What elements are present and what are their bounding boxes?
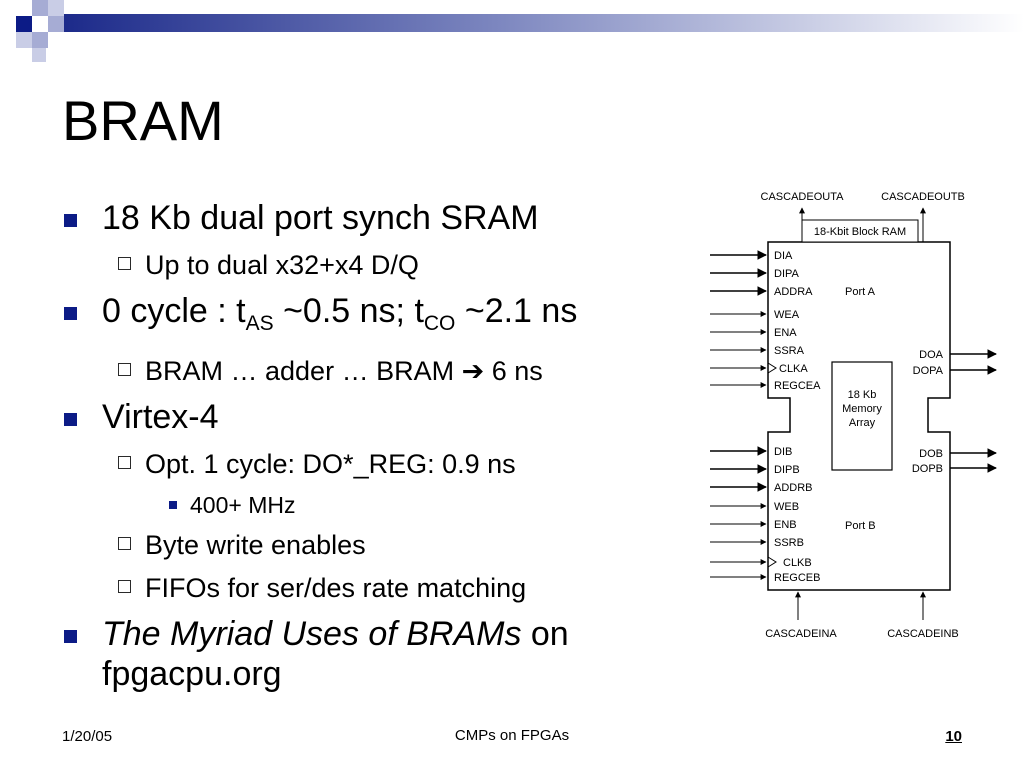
- sub-bullet-item: Byte write enables: [62, 528, 682, 562]
- sub-bullet-text: BRAM … adder … BRAM: [145, 356, 462, 386]
- memory-array-box: [831, 361, 893, 471]
- pin-wea: WEA: [774, 309, 800, 321]
- pin-dipb: DIPB: [774, 464, 800, 476]
- page-number: 10: [945, 728, 962, 745]
- cascadeoutb-label: CASCADEOUTB: [881, 191, 965, 203]
- hollow-square-bullet-icon: [118, 580, 131, 593]
- bullet-item: 0 cycle : tAS ~0.5 ns; tCO ~2.1 ns: [62, 291, 682, 344]
- footer-date: 1/20/05: [62, 728, 113, 745]
- sub-bullet-item: FIFOs for ser/des rate matching: [62, 571, 682, 605]
- slide-title: BRAM: [62, 89, 224, 152]
- pin-enb: ENB: [774, 519, 797, 531]
- pin-ssrb: SSRB: [774, 537, 804, 549]
- small-square-bullet-icon: [169, 501, 177, 509]
- sub-bullet-text: Byte write enables: [145, 530, 366, 560]
- pin-clkb: CLKB: [783, 557, 812, 569]
- block-title-box: [801, 219, 919, 243]
- bullet-item: 18 Kb dual port synch SRAM: [62, 198, 682, 238]
- memory-array-label-2: Memory: [842, 403, 882, 415]
- port-a-label: Port A: [845, 286, 876, 298]
- bullet-text: 18 Kb dual port synch SRAM: [102, 199, 539, 237]
- bullet-text-post: ~2.1 ns: [455, 292, 578, 330]
- pin-dopb: DOPB: [912, 463, 943, 475]
- bullet-item: Virtex-4: [62, 397, 682, 437]
- pin-web: WEB: [774, 501, 799, 513]
- port-a-outputs: [950, 349, 997, 375]
- pin-dib: DIB: [774, 446, 792, 458]
- pin-doa: DOA: [919, 349, 944, 361]
- footer-title: CMPs on FPGAs: [454, 727, 570, 744]
- square-bullet-icon: [64, 307, 77, 320]
- pin-dia: DIA: [774, 250, 793, 262]
- hollow-square-bullet-icon: [118, 456, 131, 469]
- pin-dopa: DOPA: [913, 365, 944, 377]
- sub-bullet-tail: 6 ns: [484, 356, 543, 386]
- sub-bullet-item: Up to dual x32+x4 D/Q: [62, 248, 682, 282]
- pin-addra: ADDRA: [774, 286, 813, 298]
- sub-bullet-text: Opt. 1 cycle: DO*_REG: 0.9 ns: [145, 449, 516, 479]
- slide-header-decoration: [16, 0, 1024, 62]
- square-bullet-icon: [64, 214, 77, 227]
- pin-addrb: ADDRB: [774, 482, 813, 494]
- cascadeinb-label: CASCADEINB: [887, 628, 959, 640]
- bullet-list: 18 Kb dual port synch SRAM Up to dual x3…: [62, 198, 682, 704]
- bullet-item: The Myriad Uses of BRAMs on fpgacpu.org: [62, 614, 682, 694]
- memory-array-label-3: Array: [849, 417, 876, 429]
- sub-sub-bullet-item: 400+ MHz: [62, 490, 682, 520]
- bullet-text-mid: ~0.5 ns; t: [273, 292, 424, 330]
- subscript-co: CO: [423, 312, 456, 335]
- sub-bullet-text: FIFOs for ser/des rate matching: [145, 573, 527, 603]
- subscript-as: AS: [245, 312, 274, 335]
- sub-sub-bullet-text: 400+ MHz: [190, 492, 296, 518]
- pin-dob: DOB: [919, 448, 943, 460]
- port-a-inputs: [710, 250, 777, 388]
- pin-ena: ENA: [774, 327, 797, 339]
- bullet-text-pre: 0 cycle : t: [102, 292, 246, 330]
- hollow-square-bullet-icon: [118, 537, 131, 550]
- port-b-label: Port B: [845, 520, 876, 532]
- hollow-square-bullet-icon: [118, 257, 131, 270]
- memory-array-label-1: 18 Kb: [848, 389, 877, 401]
- block-title: 18-Kbit Block RAM: [814, 226, 906, 238]
- bullet-text-italic: The Myriad Uses of BRAMs: [102, 615, 522, 653]
- pin-dipa: DIPA: [774, 268, 800, 280]
- bullet-text: Virtex-4: [102, 398, 219, 436]
- pin-regceb: REGCEB: [774, 572, 820, 584]
- hollow-square-bullet-icon: [118, 363, 131, 376]
- cascadeouta-label: CASCADEOUTA: [761, 191, 845, 203]
- block-ram-diagram: 18-Kbit Block RAM CASCADEOUTA CASCADEOUT…: [710, 191, 997, 640]
- square-bullet-icon: [64, 413, 77, 426]
- bullet-text-rest: on fpgacpu.org: [102, 615, 569, 693]
- sub-bullet-item: Opt. 1 cycle: DO*_REG: 0.9 ns: [62, 447, 682, 481]
- sub-bullet-item: BRAM … adder … BRAM ➔ 6 ns: [62, 354, 682, 388]
- port-b-outputs: [950, 448, 997, 473]
- square-bullet-icon: [64, 630, 77, 643]
- pin-ssra: SSRA: [774, 345, 805, 357]
- pin-clka: CLKA: [779, 363, 808, 375]
- pin-regcea: REGCEA: [774, 380, 821, 392]
- port-b-inputs: [710, 446, 777, 580]
- sub-bullet-text: Up to dual x32+x4 D/Q: [145, 250, 419, 280]
- right-arrow-icon: ➔: [461, 356, 485, 386]
- cascadeina-label: CASCADEINA: [765, 628, 837, 640]
